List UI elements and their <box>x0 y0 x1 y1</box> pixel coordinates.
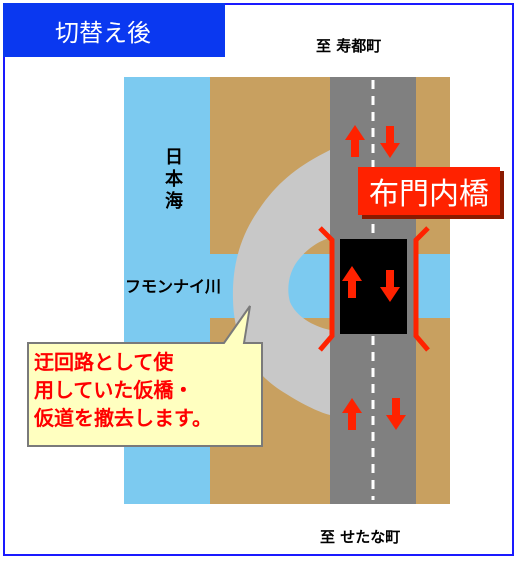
sea-label-char: 本 <box>165 169 183 190</box>
sea-label-char: 海 <box>165 191 183 212</box>
arrow-down-top <box>380 126 400 158</box>
river-label: フモンナイ川 <box>125 277 222 296</box>
sea-label-char: 日 <box>165 147 183 168</box>
destination-north: 至 寿都町 <box>316 37 382 55</box>
header-title: 切替え後 <box>3 3 225 57</box>
callout-box <box>27 305 263 447</box>
arrow-up-bridge <box>342 266 362 298</box>
bridge-bracket-right <box>413 226 430 352</box>
arrow-up-top <box>345 125 365 157</box>
callout-text: 迂回路として使 用していた仮橋・ 仮道を撤去します。 <box>34 348 256 432</box>
callout-line: 迂回路として使 <box>34 350 174 374</box>
bridge-bracket-left <box>318 226 335 352</box>
callout-line: 用していた仮橋・ <box>34 378 194 402</box>
sea-label: 日 本 海 <box>163 147 185 213</box>
destination-south: 至 せたな町 <box>320 528 401 546</box>
arrow-down-bottom <box>386 398 406 430</box>
arrow-up-bottom <box>342 398 362 430</box>
arrow-down-bridge <box>380 270 400 302</box>
callout-line: 仮道を撤去します。 <box>34 406 212 430</box>
bridge-label: 布門内橋 <box>358 167 500 215</box>
